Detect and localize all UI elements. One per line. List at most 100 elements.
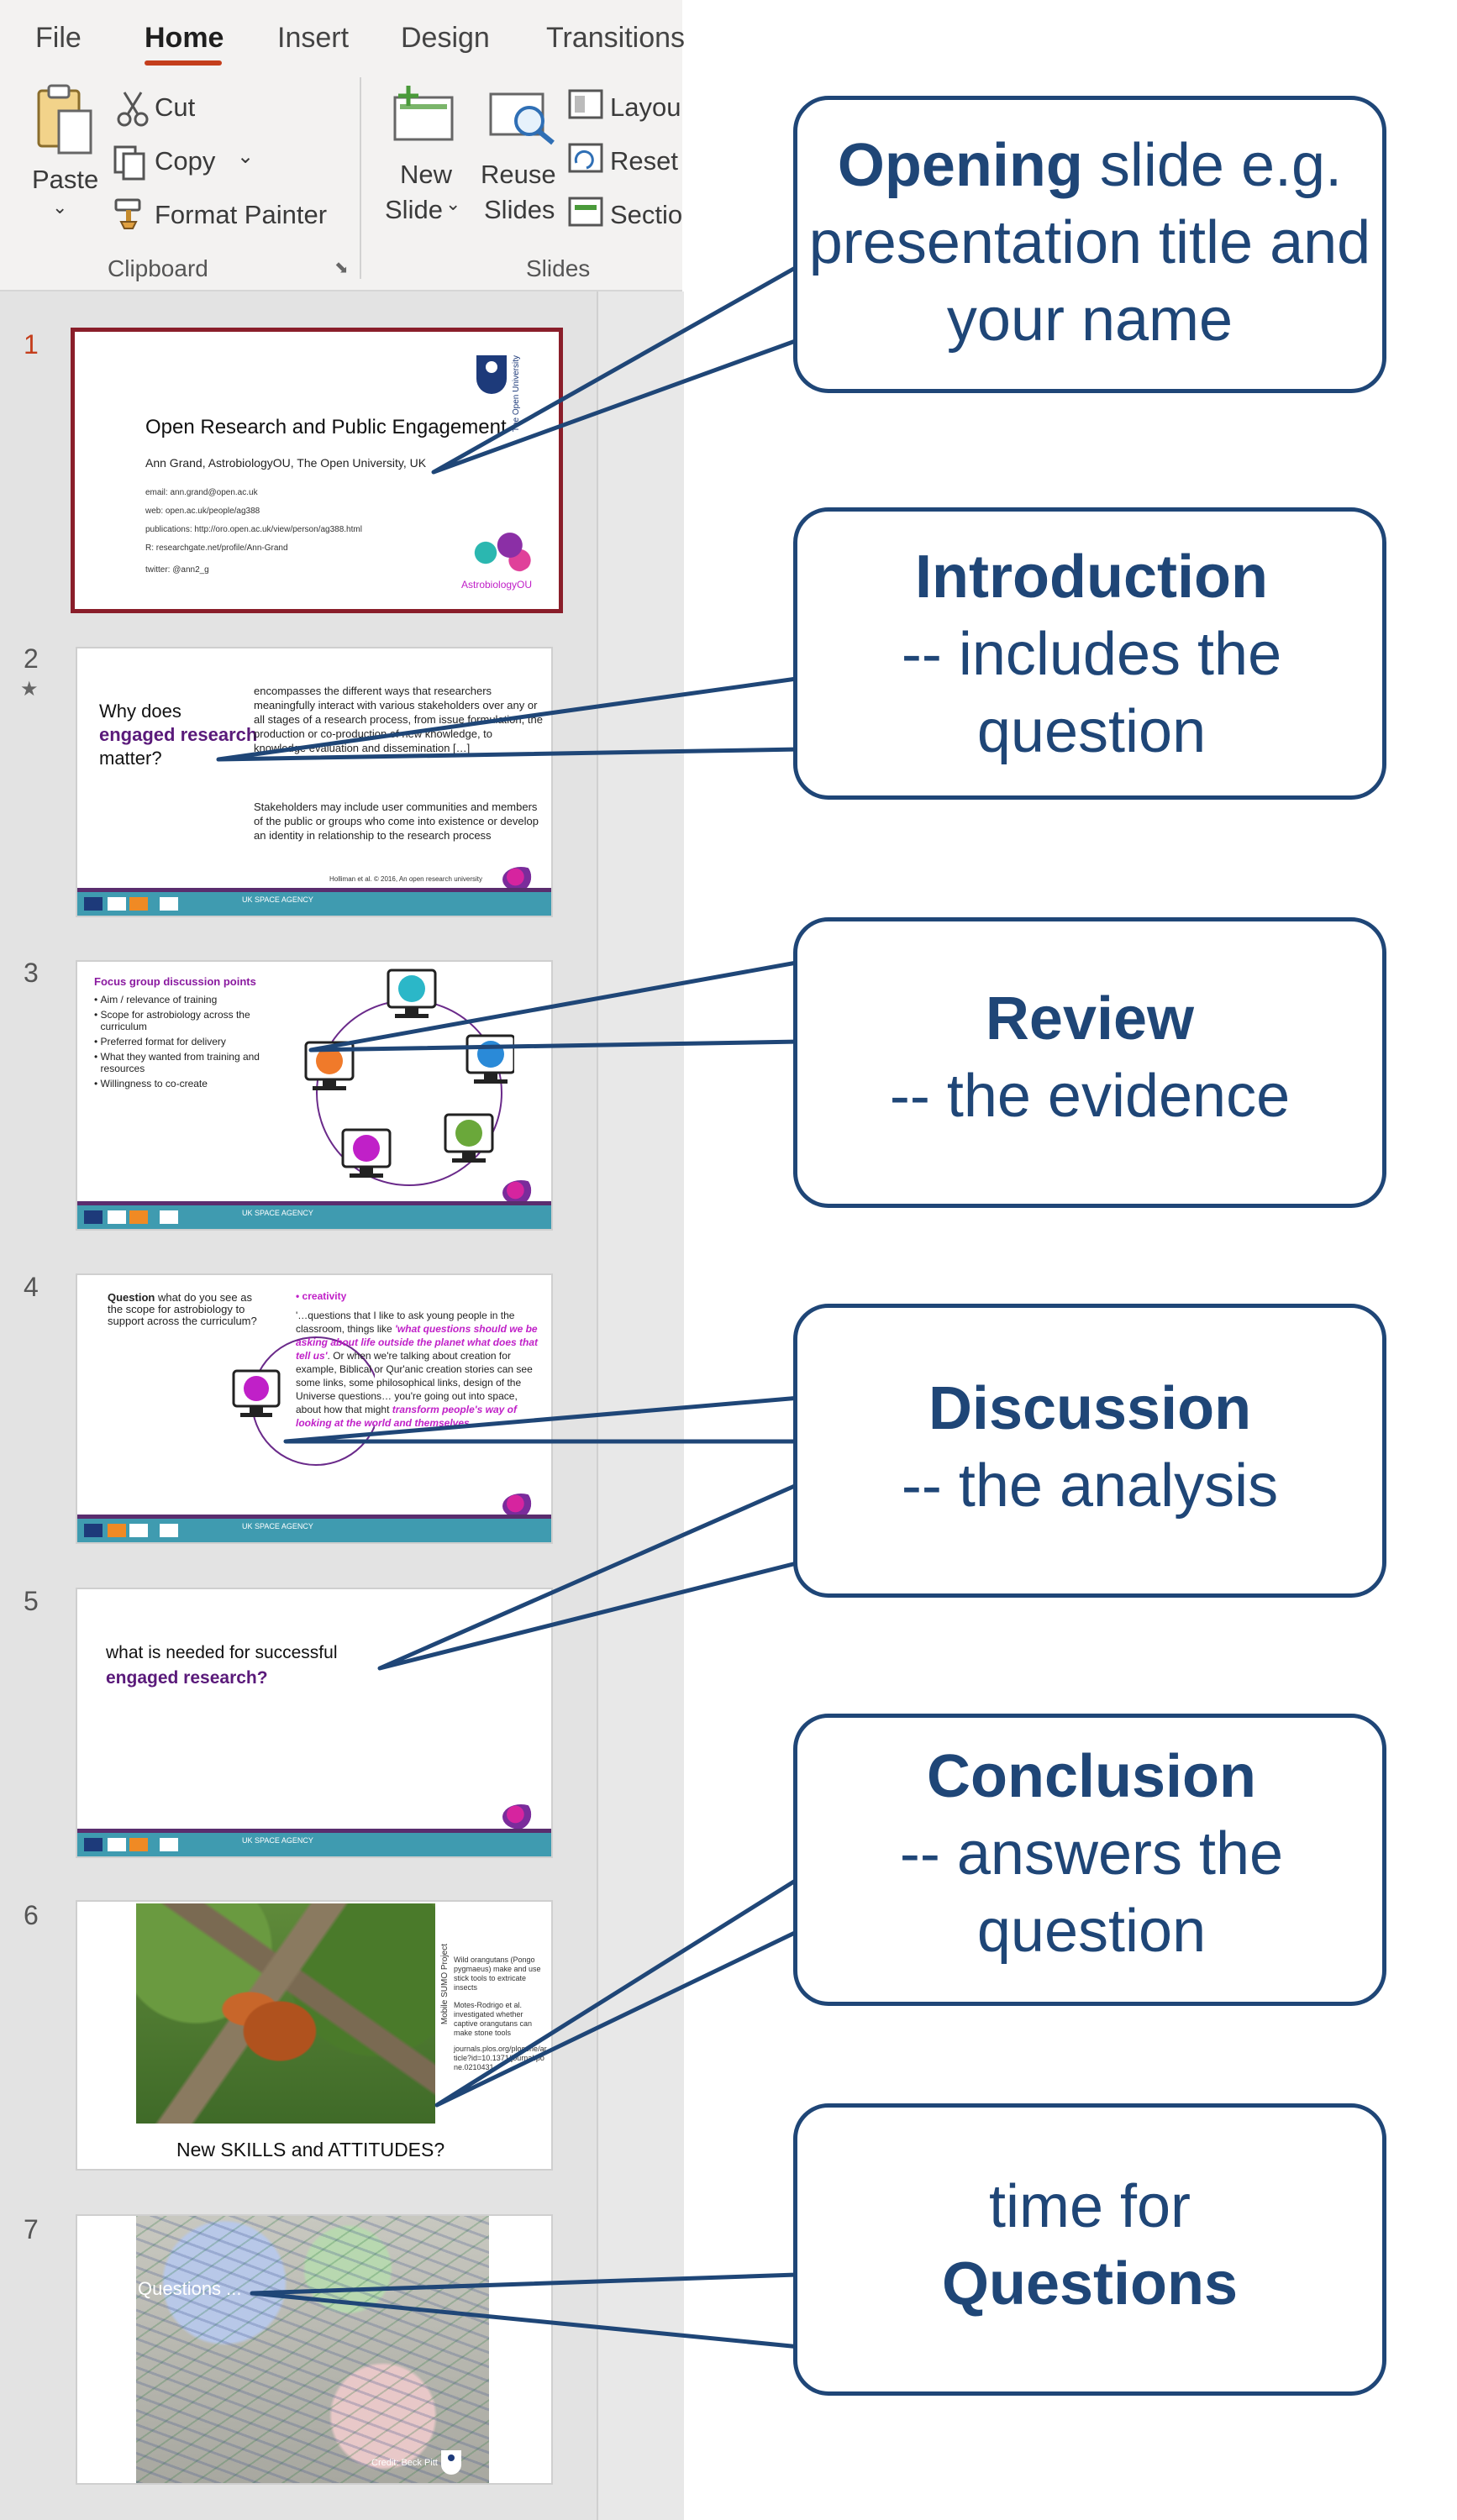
slide-number-7: 7: [24, 2214, 39, 2244]
animation-star-icon: ★: [20, 678, 39, 701]
monitor-face-icon: [304, 1041, 355, 1090]
dialog-launcher-icon[interactable]: ⬊: [334, 259, 349, 277]
slide1-author: Ann Grand, AstrobiologyOU, The Open Univ…: [145, 456, 427, 470]
scissors-icon: [117, 92, 149, 127]
slide1-web: web: open.ac.uk/people/ag388: [145, 507, 260, 516]
reuse-slides-button[interactable]: Reuse Slides: [481, 84, 565, 235]
reset-icon: [568, 143, 603, 173]
slide2-q-line3: matter?: [99, 748, 162, 769]
callout-discussion: Discussion-- the analysis: [793, 1304, 1386, 1598]
slide2-citation: Holliman et al. © 2016, An open research…: [329, 875, 482, 883]
monitor-face-icon: [466, 1034, 514, 1084]
new-slide-label-1: New: [400, 160, 453, 189]
footer-logo: [160, 1210, 178, 1224]
slide7-label: Questions ...: [138, 2278, 242, 2299]
tab-design[interactable]: Design: [401, 22, 490, 54]
tab-home[interactable]: Home: [145, 22, 224, 54]
slide-thumbnail-6[interactable]: Mobile SUMO Project Wild orangutans (Pon…: [76, 1900, 553, 2171]
discussion-cycle-diagram: [232, 1336, 375, 1466]
copy-icon: [113, 145, 145, 181]
astrobiology-splat-logo: [463, 525, 539, 575]
callout-conclusion-text: Conclusion-- answers the question: [899, 1743, 1284, 1965]
active-tab-indicator: [145, 60, 222, 66]
orangutan-photo: [136, 1903, 435, 2124]
slide6-caption: New SKILLS and ATTITUDES?: [176, 2139, 445, 2160]
slide1-title: Open Research and Public Engagement: [145, 416, 507, 438]
tab-insert[interactable]: Insert: [277, 22, 350, 54]
monitor-face-icon: [444, 1113, 494, 1163]
layout-button[interactable]: Layou: [610, 92, 681, 122]
footer-logo: [129, 1838, 148, 1851]
paste-button[interactable]: Paste ⌄: [25, 81, 106, 249]
slide-thumbnail-3[interactable]: Focus group discussion points • Aim / re…: [76, 960, 553, 1231]
slide-thumbnail-2[interactable]: Why does engaged research matter? encomp…: [76, 647, 553, 917]
callout-introduction-text: Introduction-- includes the question: [901, 543, 1282, 765]
slide-thumbnail-5[interactable]: what is needed for successful engaged re…: [76, 1588, 553, 1858]
graphic-notes-photo: [136, 2216, 489, 2483]
footer-logo: [108, 897, 126, 911]
slide5-line1: what is needed for successful: [106, 1643, 338, 1662]
slide7-credit: Credit: Beck Pitt: [371, 2458, 438, 2468]
copy-button[interactable]: Copy: [155, 146, 216, 176]
callout-review-text: Review-- the evidence: [889, 985, 1291, 1130]
slide-number-5: 5: [24, 1586, 39, 1616]
reuse-slides-label-1: Reuse: [481, 160, 556, 189]
slide1-twitter: twitter: @ann2_g: [145, 565, 209, 575]
ou-shield-logo-icon: [476, 355, 507, 394]
slide1-publications: publications: http://oro.open.ac.uk/view…: [145, 525, 362, 534]
list-item: • Scope for astrobiology across the curr…: [94, 1009, 250, 1032]
footer-logo: [84, 897, 103, 911]
paste-label: Paste: [32, 165, 99, 194]
cut-button[interactable]: Cut: [155, 92, 196, 122]
slide-thumbnail-4[interactable]: Question what do you see as the scope fo…: [76, 1273, 553, 1544]
ou-shield-logo-icon: [441, 2450, 461, 2475]
list-item: • Willingness to co-create: [94, 1078, 208, 1089]
slide4-question: Question what do you see as the scope fo…: [108, 1291, 257, 1327]
tab-transitions[interactable]: Transitions: [546, 22, 686, 54]
slide-footer-bar: UK SPACE AGENCY: [77, 1205, 551, 1229]
slide-number-4: 4: [24, 1272, 39, 1302]
slide4-quote: '…questions that I like to ask young peo…: [296, 1310, 539, 1429]
slide-thumbnail-1[interactable]: The Open University Open Research and Pu…: [71, 328, 563, 613]
footer-logo: [160, 897, 178, 911]
reset-button[interactable]: Reset: [610, 146, 678, 176]
copy-dropdown-icon[interactable]: ⌄: [237, 145, 255, 168]
footer-logo: [84, 1524, 103, 1537]
slide-number-2: 2: [24, 643, 39, 674]
layout-icon: [568, 89, 603, 119]
focus-group-cycle-diagram: [304, 969, 514, 1186]
format-painter-button[interactable]: Format Painter: [155, 200, 328, 229]
chevron-down-icon: ⌄: [445, 193, 461, 214]
thumbnail-pane-scrollbar-track[interactable]: [597, 291, 684, 2520]
slide-footer-line: [77, 888, 551, 892]
slide6-side-text-3: journals.plos.org/plosone/article?id=10.…: [454, 2045, 547, 2071]
tab-file[interactable]: File: [35, 22, 82, 54]
paste-icon: [37, 84, 92, 155]
slide6-side-text-1: Wild orangutans (Pongo pygmaeus) make an…: [454, 1956, 541, 1992]
slide-number-1: 1: [24, 329, 39, 360]
footer-logo: [129, 897, 148, 911]
slide2-q-line1: Why does: [99, 701, 181, 722]
astrobiology-splat-logo: [502, 1804, 539, 1830]
slide-number-6: 6: [24, 1900, 39, 1930]
monitor-face-icon: [232, 1369, 281, 1417]
callout-conclusion: Conclusion-- answers the question: [793, 1714, 1386, 2006]
slide6-side-text-2: Motes-Rodrigo et al. investigated whethe…: [454, 2001, 533, 2037]
footer-logo: [129, 1210, 148, 1224]
slide-thumbnail-7[interactable]: Questions ... Credit: Beck Pitt: [76, 2214, 553, 2485]
slide6-vertical-label: Mobile SUMO Project: [440, 1944, 450, 2025]
footer-agency-text: UK SPACE AGENCY: [242, 1836, 313, 1845]
slide2-paragraph-2: Stakeholders may include user communitie…: [254, 801, 539, 842]
reuse-slides-label-2: Slides: [484, 195, 555, 224]
slide2-q-line2: engaged research: [99, 724, 258, 745]
ribbon: File Home Insert Design Transitions Past…: [0, 0, 686, 291]
section-button[interactable]: Sectio: [610, 200, 683, 229]
new-slide-button[interactable]: New Slide ⌄: [380, 84, 472, 235]
footer-logo: [160, 1524, 178, 1537]
footer-agency-text: UK SPACE AGENCY: [242, 895, 313, 904]
slide1-email: email: ann.grand@open.ac.uk: [145, 488, 258, 497]
footer-logo: [84, 1210, 103, 1224]
slide1-researchgate: R: researchgate.net/profile/Ann-Grand: [145, 543, 288, 553]
